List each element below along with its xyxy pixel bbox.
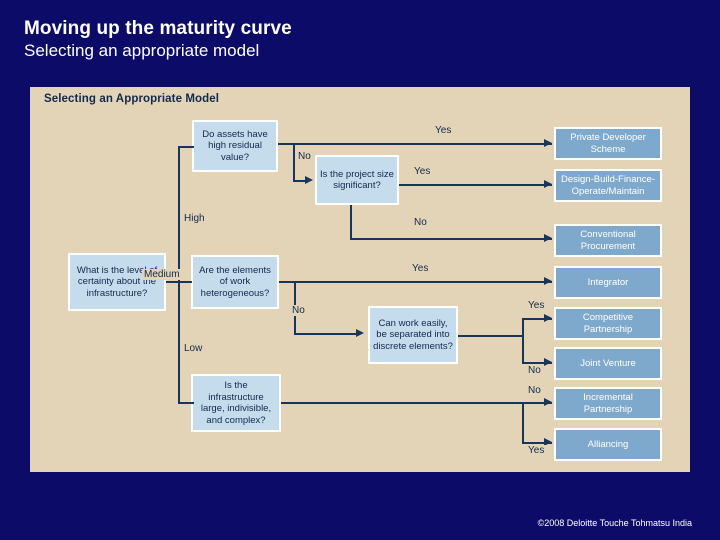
edge-label-hetero-no: No [290, 305, 307, 316]
edge-label-size-no: No [412, 217, 429, 228]
connector-high-to-residual [178, 146, 194, 148]
connector-hetero-no-horizontal [294, 333, 356, 335]
edge-label-hetero-yes: Yes [410, 263, 431, 274]
connector-size-yes [399, 184, 552, 186]
outcome-label-private-developer-scheme: Private Developer Scheme [570, 132, 646, 155]
arrowhead-conventional-procurement [544, 234, 552, 242]
arrowhead-joint-venture [544, 358, 552, 366]
connector-large-yes-horizontal [522, 442, 552, 444]
outcome-label-competitive-partnership: Competitive Partnership [582, 312, 634, 335]
outcome-label-conventional-procurement: Conventional Procurement [580, 229, 636, 252]
arrowhead-incremental-partnership [544, 398, 552, 406]
decision-box-residual-value[interactable]: Do assets have high residual value? [192, 120, 278, 172]
arrowhead-competitive-partnership [544, 314, 552, 322]
outcome-box-alliancing[interactable]: Alliancing [554, 428, 662, 461]
edge-label-high: High [182, 213, 207, 224]
decision-box-large-complex[interactable]: Is the infrastructure large, indivisible… [191, 374, 281, 432]
edge-label-residual-no: No [296, 151, 313, 162]
edge-label-low: Low [182, 343, 205, 354]
decision-label-project-size: Is the project size significant? [320, 168, 394, 192]
decision-label-discrete-elements: Can work easily, be separated into discr… [373, 317, 453, 352]
arrowhead-alliancing [544, 438, 552, 446]
outcome-box-incremental-partnership[interactable]: Incremental Partnership [554, 387, 662, 420]
connector-hetero-yes [279, 281, 552, 283]
outcome-box-dbfom[interactable]: Design-Build-Finance-Operate/Maintain [554, 169, 662, 202]
connector-size-no-horizontal [350, 238, 552, 240]
outcome-box-integrator[interactable]: Integrator [554, 266, 662, 299]
diagram-panel: Selecting an Appropriate Model What is t… [30, 87, 690, 472]
connector-discrete-split [522, 318, 524, 364]
edge-label-size-yes: Yes [412, 166, 433, 177]
connector-low-to-large-complex [178, 402, 194, 404]
connector-large-no [281, 402, 552, 404]
page-title: Moving up the maturity curve [24, 18, 292, 39]
outcome-label-incremental-partnership: Incremental Partnership [583, 392, 633, 415]
connector-residual-no-horizontal [293, 180, 307, 182]
connector-residual-no-vertical [293, 143, 295, 180]
edge-label-large-yes: Yes [526, 445, 547, 456]
outcome-box-private-developer-scheme[interactable]: Private Developer Scheme [554, 127, 662, 160]
decision-box-project-size[interactable]: Is the project size significant? [315, 155, 399, 205]
copyright-footer: ©2008 Deloitte Touche Tohmatsu India [537, 518, 692, 528]
connector-discrete-yes [522, 318, 552, 320]
edge-label-discrete-yes: Yes [526, 300, 547, 311]
connector-discrete-no [522, 362, 552, 364]
edge-label-medium: Medium [142, 269, 182, 280]
outcome-box-competitive-partnership[interactable]: Competitive Partnership [554, 307, 662, 340]
decision-label-heterogeneous: Are the elements of work heterogeneous? [199, 264, 271, 299]
outcome-label-dbfom: Design-Build-Finance-Operate/Maintain [561, 174, 655, 197]
arrowhead-dbfom [544, 180, 552, 188]
decision-box-heterogeneous[interactable]: Are the elements of work heterogeneous? [191, 255, 279, 309]
outcome-box-conventional-procurement[interactable]: Conventional Procurement [554, 224, 662, 257]
decision-label-certainty: What is the level of certainty about the… [76, 264, 158, 299]
decision-label-large-complex: Is the infrastructure large, indivisible… [200, 380, 272, 426]
edge-label-discrete-no: No [526, 365, 543, 376]
page-subtitle: Selecting an appropriate model [24, 41, 260, 60]
outcome-label-alliancing: Alliancing [587, 438, 629, 450]
diagram-title: Selecting an Appropriate Model [44, 93, 220, 105]
connector-large-yes-vertical [522, 402, 524, 444]
connector-discrete-out [458, 335, 524, 337]
title-block: Moving up the maturity curve Selecting a… [24, 18, 684, 61]
arrowhead-integrator [544, 277, 552, 285]
edge-label-residual-yes: Yes [433, 125, 454, 136]
decision-box-discrete-elements[interactable]: Can work easily, be separated into discr… [368, 306, 458, 364]
arrowhead-project-size [305, 176, 313, 184]
arrowhead-private-developer-scheme [544, 139, 552, 147]
outcome-box-joint-venture[interactable]: Joint Venture [554, 347, 662, 380]
connector-size-no-vertical [350, 205, 352, 240]
connector-residual-yes [278, 143, 552, 145]
decision-box-certainty[interactable]: What is the level of certainty about the… [68, 253, 166, 311]
decision-label-residual-value: Do assets have high residual value? [202, 128, 268, 163]
edge-label-large-no: No [526, 385, 543, 396]
outcome-label-integrator: Integrator [587, 276, 629, 288]
outcome-label-joint-venture: Joint Venture [580, 357, 636, 369]
arrowhead-discrete-elements [356, 329, 364, 337]
